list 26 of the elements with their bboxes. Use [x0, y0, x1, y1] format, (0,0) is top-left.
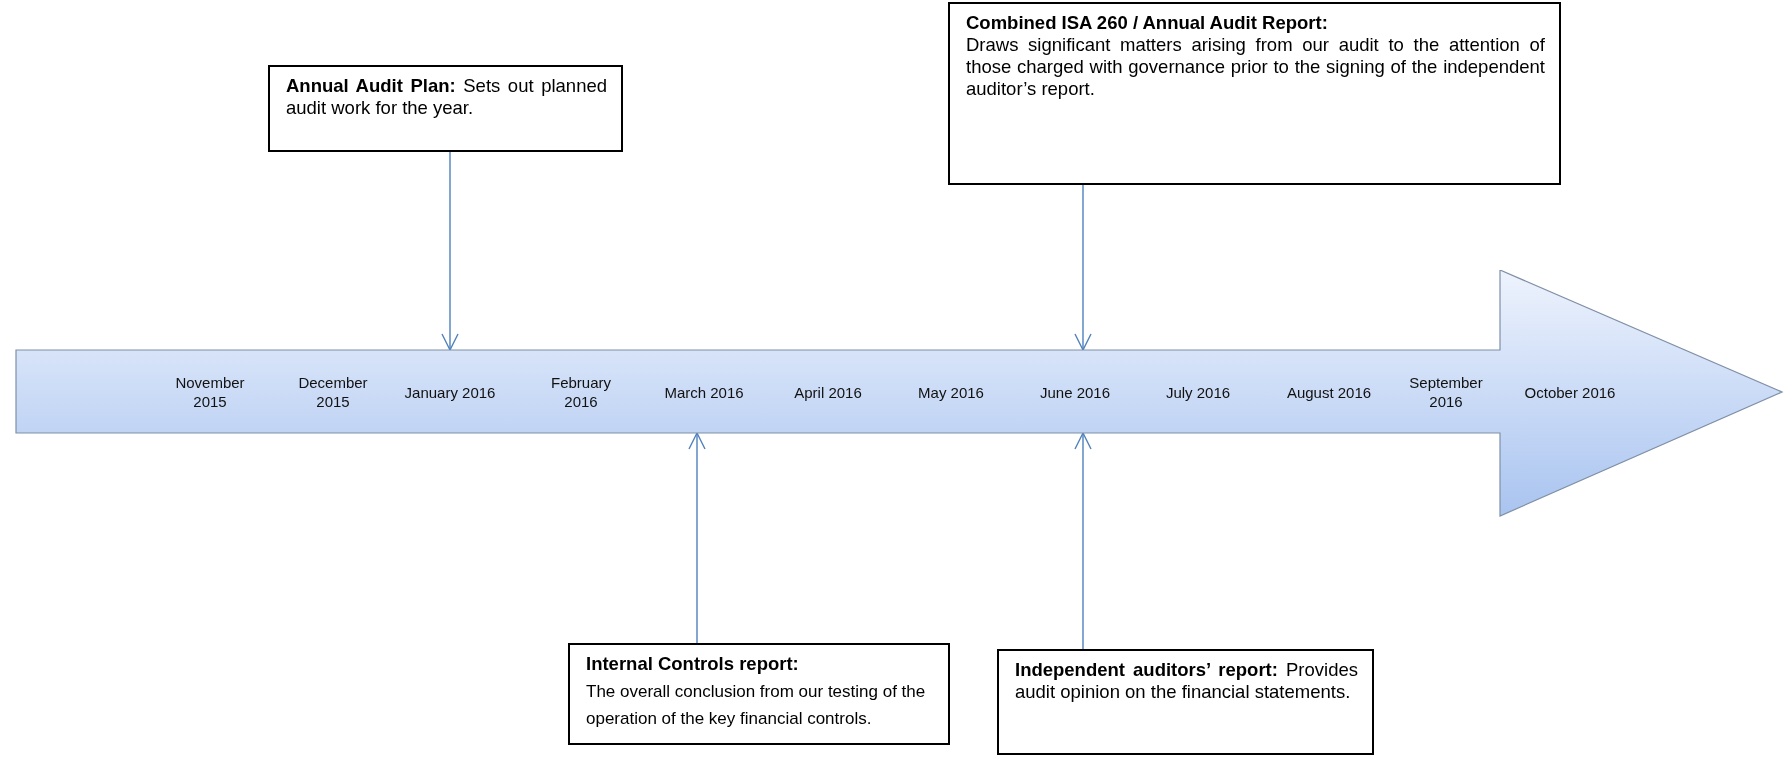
callout-text: The overall conclusion from our testing of the operation of the key financial controls. — [586, 681, 927, 730]
arrow — [1074, 432, 1092, 650]
arrow — [441, 151, 459, 351]
callout-text: Annual Audit Plan: Sets out planned audit work for the year. — [286, 75, 607, 119]
month-label: May 2016 — [917, 382, 985, 401]
month-label: April 2016 — [793, 382, 863, 401]
arrow — [688, 432, 706, 644]
month-label: January 2016 — [403, 382, 497, 401]
month-label: March 2016 — [663, 382, 745, 401]
callout-heading: Internal Controls report: — [586, 653, 800, 675]
callout-box — [268, 65, 623, 152]
month-label: July 2016 — [1164, 382, 1232, 401]
callout-box — [997, 649, 1374, 755]
month-label: September 2016 — [1408, 372, 1484, 411]
month-label: November 2015 — [174, 372, 246, 411]
month-label: February 2016 — [550, 372, 612, 411]
month-label: October 2016 — [1523, 382, 1617, 401]
callout-text: Independent auditors’ report: Provides audit opinion on the financial statements. — [1015, 659, 1358, 703]
month-label: June 2016 — [1038, 382, 1112, 401]
arrow — [1074, 184, 1092, 351]
callout-text: Draws significant matters arising from our audit to the attention of those charged with governance prior to the signing of the independent auditor’s report. — [966, 34, 1545, 100]
callout-box — [568, 643, 950, 745]
callout-box — [948, 2, 1561, 185]
month-label: December 2015 — [297, 372, 369, 411]
callout-heading: Combined ISA 260 / Annual Audit Report: — [966, 12, 1329, 34]
month-label: August 2016 — [1285, 382, 1373, 401]
